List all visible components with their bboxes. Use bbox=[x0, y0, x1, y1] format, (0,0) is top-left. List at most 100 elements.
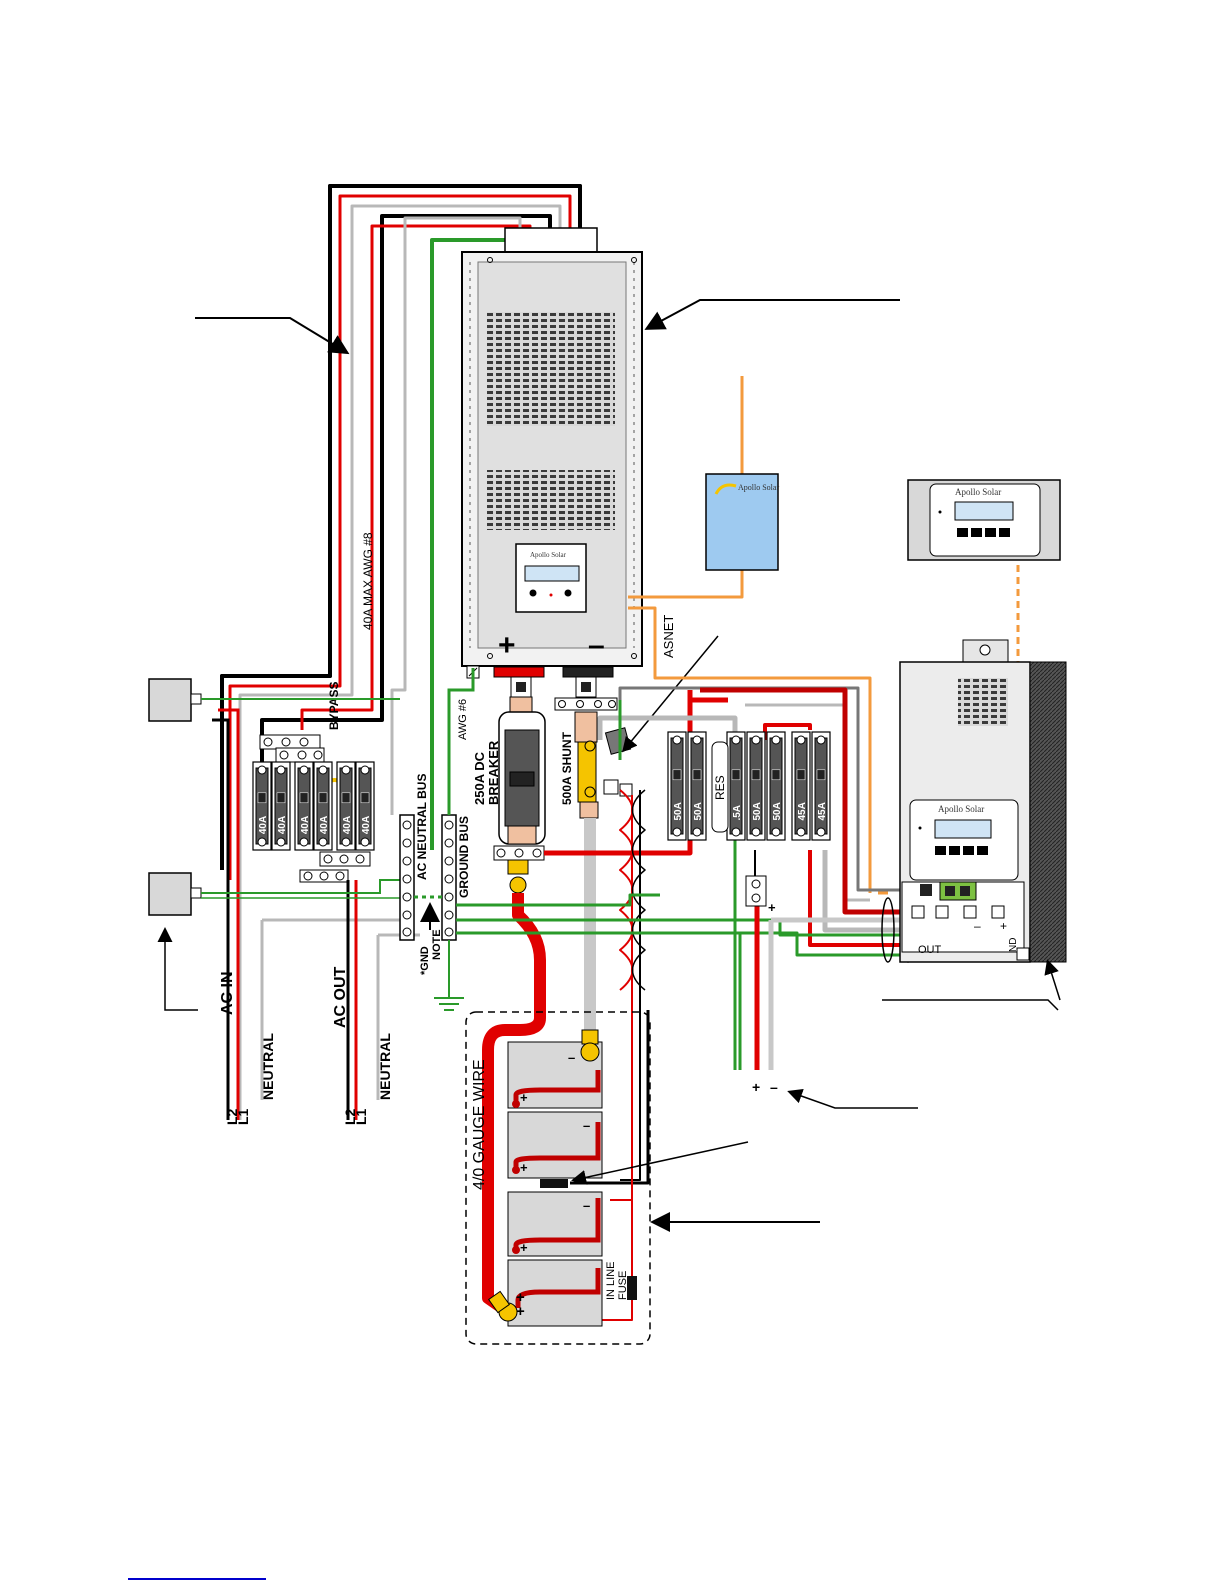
ac-neutral-bus: AC NEUTRAL BUS bbox=[399, 774, 429, 941]
ac-in-l1-label: L1 bbox=[235, 1108, 251, 1125]
inverter-lcd bbox=[524, 565, 580, 582]
asnet-hub: Apollo Solar bbox=[705, 473, 779, 571]
inline-fuse bbox=[627, 1276, 637, 1300]
dc-breaker-right-1-rating: 45A bbox=[797, 802, 808, 820]
ac-breaker-2: 40A bbox=[271, 761, 291, 851]
inline-fuse-label-1: IN LINE bbox=[605, 1261, 617, 1300]
ac-breaker-3-rating: 40A bbox=[300, 816, 311, 834]
ac-breaker-4: 40A bbox=[313, 761, 333, 851]
res-label: RES bbox=[713, 775, 727, 800]
inverter-brand: Apollo Solar bbox=[530, 551, 567, 559]
controller-minus: – bbox=[974, 919, 981, 933]
gnd-note-label-1: *GND bbox=[419, 946, 431, 975]
shunt-label: 500A SHUNT bbox=[560, 731, 574, 805]
ac-breaker-2-rating: 40A bbox=[277, 816, 288, 834]
ac-source-box-top bbox=[148, 678, 400, 722]
controller-plus: + bbox=[1000, 919, 1007, 933]
battery-2-minus: – bbox=[583, 1118, 590, 1133]
battery-3-minus: – bbox=[583, 1198, 590, 1213]
battery-4-plus-b: + bbox=[516, 1303, 525, 1320]
battery-2 bbox=[507, 1111, 603, 1179]
dc-breaker-mid-1-rating: .5A bbox=[732, 805, 743, 821]
dc-breaker-left-2: 50A bbox=[687, 731, 707, 841]
controller-brand: Apollo Solar bbox=[938, 804, 984, 814]
battery-4-plus-a: + bbox=[516, 1289, 525, 1306]
wire-callout bbox=[195, 317, 350, 355]
awg-max-label: 40A MAX AWG #8 bbox=[361, 532, 375, 630]
inline-fuse-label-2: FUSE bbox=[617, 1271, 629, 1300]
battery-bank: + – + – + + + – IN LINE FUSE 4/0 GAUGE W… bbox=[465, 1011, 651, 1345]
dc-breaker: 250A DC BREAKER bbox=[472, 676, 546, 845]
pv-terminal-plus: + bbox=[768, 900, 776, 915]
dc-breaker-busbar bbox=[493, 845, 545, 894]
ac-breaker-panel: BYPASS 40A 40A 40A 40A 40A 40A bbox=[252, 682, 375, 883]
dc-breaker-left-2-rating: 50A bbox=[693, 802, 704, 820]
controller-nd-label: ND bbox=[1008, 938, 1019, 952]
ac-in-neutral-label: NEUTRAL bbox=[260, 1033, 276, 1100]
inverter-callout bbox=[644, 299, 900, 330]
battery-3-plus: + bbox=[520, 1240, 528, 1255]
ac-breaker-3: 40A bbox=[294, 761, 314, 851]
temp-sensor bbox=[540, 1179, 568, 1188]
ac-breaker-5: 40A bbox=[336, 761, 356, 851]
dc-breaker-mid-3: 50A bbox=[766, 731, 786, 841]
ac-wires bbox=[220, 184, 582, 1120]
battery-1-plus: + bbox=[520, 1090, 528, 1105]
controller-vents bbox=[958, 678, 1008, 726]
dc-breaker-mid-1: .5A bbox=[726, 731, 746, 841]
dc-breaker-mid-3-rating: 50A bbox=[772, 802, 783, 820]
dc-breaker-mid-2-rating: 50A bbox=[752, 802, 763, 820]
bypass-label: BYPASS bbox=[327, 682, 341, 730]
inverter-vents-top bbox=[487, 312, 615, 426]
charge-controller: Apollo Solar – + OUT ND bbox=[899, 639, 1067, 963]
ac-out-l1-label: L1 bbox=[353, 1108, 369, 1125]
dc-breaker-label-2: BREAKER bbox=[486, 740, 501, 805]
ac-breaker-1-rating: 40A bbox=[258, 816, 269, 834]
remote-brand: Apollo Solar bbox=[955, 487, 1001, 497]
inverter: Apollo Solar + – bbox=[461, 227, 643, 679]
ac-out-label: AC OUT bbox=[332, 966, 349, 1028]
battery-3 bbox=[507, 1191, 603, 1257]
res-resistor: RES bbox=[711, 741, 729, 833]
ac-breaker-4-rating: 40A bbox=[319, 816, 330, 834]
dc-breaker-bank: 50A 50A .5A 50A 50A 45A 45A bbox=[667, 731, 831, 841]
ac-breaker-6: 40A bbox=[355, 761, 375, 851]
gnd-note-label-2: NOTE bbox=[431, 929, 443, 960]
dc-breaker-right-1: 45A bbox=[791, 731, 811, 841]
footer-link-underline bbox=[128, 1578, 266, 1580]
gauge-wire-label: 4/0 GAUGE WIRE bbox=[471, 1059, 488, 1190]
ac-in-callout bbox=[157, 927, 198, 1011]
inverter-plus-label: + bbox=[498, 629, 516, 662]
ac-source-box-bottom bbox=[148, 872, 402, 916]
ac-breaker-5-rating: 40A bbox=[342, 816, 353, 834]
dc-breaker-right-2-rating: 45A bbox=[817, 802, 828, 820]
dc-breaker-right-2: 45A bbox=[811, 731, 831, 841]
pv-plus-label: + bbox=[752, 1079, 760, 1095]
ac-out-neutral-label: NEUTRAL bbox=[377, 1033, 393, 1100]
ac-out-wires bbox=[212, 708, 420, 1120]
ac-breaker-6-rating: 40A bbox=[361, 816, 372, 834]
ac-in-label: AC IN bbox=[219, 971, 236, 1015]
ac-out-l2-label: L2 bbox=[342, 1108, 358, 1125]
ground-bus-label: GROUND BUS bbox=[457, 816, 471, 898]
battery-2-plus: + bbox=[520, 1160, 528, 1175]
asnet-label: ASNET bbox=[661, 615, 676, 658]
pv-terminal: + bbox=[745, 875, 776, 915]
ac-in-l2-label: L2 bbox=[224, 1108, 240, 1125]
awg6-label: AWG #6 bbox=[457, 699, 469, 740]
remote-display: Apollo Solar bbox=[907, 479, 1061, 561]
earth-ground-icon bbox=[434, 940, 464, 1011]
dc-breaker-mid-2: 50A bbox=[746, 731, 766, 841]
ac-neutral-bus-label: AC NEUTRAL BUS bbox=[415, 774, 429, 880]
battery-1-minus: – bbox=[568, 1050, 575, 1065]
dc-breaker-left-1: 50A bbox=[667, 731, 687, 841]
dc-breaker-left-1-rating: 50A bbox=[673, 802, 684, 820]
pv-minus-label: – bbox=[770, 1079, 778, 1095]
inverter-minus-label: – bbox=[588, 629, 605, 662]
ac-breaker-1: 40A bbox=[252, 761, 272, 851]
controller-out-label: OUT bbox=[918, 944, 942, 956]
ground-bus: GROUND BUS bbox=[441, 814, 471, 941]
asnet-hub-brand: Apollo Solar bbox=[738, 483, 779, 492]
dc-breaker-label-1: 250A DC bbox=[472, 751, 487, 805]
